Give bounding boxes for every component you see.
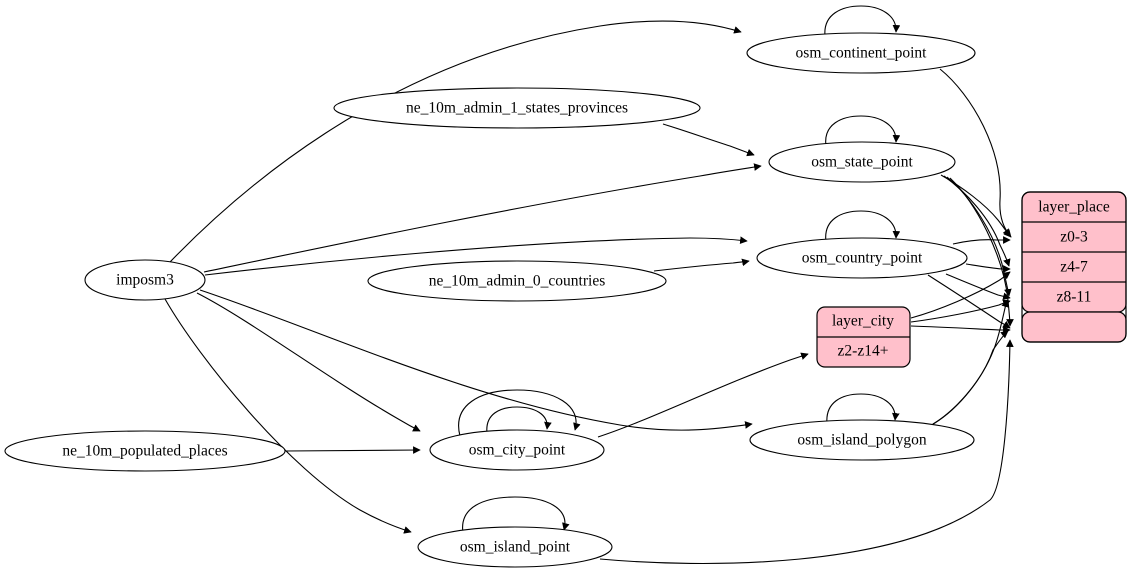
edge-imposm3-to-osm-continent-point xyxy=(169,20,742,263)
node-ne-places-label: ne_10m_populated_places xyxy=(62,443,227,460)
edge-osm-island-polygon-self-loop xyxy=(826,393,900,425)
record-layer-place-outline xyxy=(1021,191,1127,343)
edge-osm-country-point-to-layer-place-z4-7 xyxy=(965,263,1011,273)
edge-layer xyxy=(164,5,1014,565)
edge-imposm3-to-osm-island-polygon xyxy=(199,289,753,431)
node-osm-island-polygon-label: osm_island_polygon xyxy=(797,432,926,449)
record-layer-place-row-z8-11[interactable]: z8-11 xyxy=(1057,289,1092,306)
record-layer-place-bottom-outline xyxy=(1021,311,1127,343)
record-layer-place-title: layer_place xyxy=(1038,199,1110,216)
record-layer-place-row-z0-3[interactable]: z0-3 xyxy=(1060,229,1088,246)
node-ne-10m-admin-1-states-provinces[interactable]: ne_10m_admin_1_states_provinces xyxy=(333,87,701,129)
node-osm-island-polygon-shape[interactable] xyxy=(749,419,975,461)
edge-osm-country-point-self-loop xyxy=(825,210,901,243)
node-ne-10m-populated-places[interactable]: ne_10m_populated_places xyxy=(4,430,286,472)
node-imposm3-shape[interactable] xyxy=(84,259,206,301)
node-ne-countries-shape[interactable] xyxy=(367,260,667,302)
node-osm-island-point-label: osm_island_point xyxy=(460,539,571,556)
edge-osm-state-point-self-loop xyxy=(825,115,901,147)
node-osm-country-point-shape[interactable] xyxy=(756,237,968,279)
edge-ne-places-to-osm-city-point xyxy=(285,446,421,454)
node-osm-country-point-label: osm_country_point xyxy=(802,250,923,267)
node-ne-countries-label: ne_10m_admin_0_countries xyxy=(429,273,606,290)
node-osm-island-polygon[interactable]: osm_island_polygon xyxy=(749,419,975,461)
node-layer: imposm3 ne_10m_admin_1_states_provinces … xyxy=(4,32,976,568)
node-osm-city-point-label: osm_city_point xyxy=(469,442,566,459)
node-ne-places-shape[interactable] xyxy=(4,430,286,472)
edge-osm-continent-point-to-layer-place-z0-3 xyxy=(939,68,1012,238)
edge-layer-city-to-layer-place-z12-z14 xyxy=(910,325,1011,334)
node-ne-10m-admin-0-countries[interactable]: ne_10m_admin_0_countries xyxy=(367,260,667,302)
edge-osm-city-point-self-loop-inner xyxy=(486,406,552,434)
node-osm-country-point[interactable]: osm_country_point xyxy=(756,237,968,279)
node-osm-state-point-label: osm_state_point xyxy=(811,154,913,171)
edge-osm-city-point-self-loop-outer xyxy=(458,389,581,437)
node-osm-state-point-shape[interactable] xyxy=(768,141,956,183)
edge-osm-continent-point-self-loop xyxy=(824,5,901,37)
edge-layer-city-to-layer-place-z4-7 xyxy=(910,271,1011,319)
node-ne-states-label: ne_10m_admin_1_states_provinces xyxy=(406,100,628,117)
node-osm-city-point-shape[interactable] xyxy=(429,429,605,471)
record-node-layer-city[interactable]: layer_city z2-z14+ xyxy=(816,306,911,368)
record-layer-city-row-z2-z14[interactable]: z2-z14+ xyxy=(838,343,889,360)
node-osm-continent-point-label: osm_continent_point xyxy=(796,45,928,62)
edge-osm-island-point-to-layer-place-z12-z14 xyxy=(599,339,1014,565)
edge-ne-states-to-osm-state-point xyxy=(662,123,755,157)
edge-osm-island-polygon-to-layer-place-z12-z14 xyxy=(929,330,1009,427)
edge-osm-island-polygon-to-layer-place-z8-11 xyxy=(932,299,1009,425)
edge-imposm3-to-osm-state-point xyxy=(203,163,762,273)
node-imposm3[interactable]: imposm3 xyxy=(84,259,206,301)
record-layer-city-title: layer_city xyxy=(832,313,894,330)
node-osm-city-point[interactable]: osm_city_point xyxy=(429,429,605,471)
node-osm-island-point-shape[interactable] xyxy=(417,526,613,568)
edge-osm-island-point-self-loop xyxy=(462,496,570,534)
edge-osm-city-point-to-layer-city-z2-z14 xyxy=(597,352,809,438)
edge-layer-city-to-layer-place-z8-11 xyxy=(910,299,1011,323)
edge-ne-countries-to-osm-country-point xyxy=(653,258,750,272)
edge-imposm3-to-osm-city-point xyxy=(196,292,421,432)
edge-osm-country-point-to-layer-place-z12-z14 xyxy=(927,274,1011,329)
record-layer-place-row-z4-7[interactable]: z4-7 xyxy=(1060,259,1088,276)
node-osm-state-point[interactable]: osm_state_point xyxy=(768,141,956,183)
node-osm-continent-point[interactable]: osm_continent_point xyxy=(746,32,976,74)
edge-osm-state-point-to-layer-place-z0-3 xyxy=(940,174,1011,237)
record-layer: layer_place z0-3 z4-7 z8-11 z12-z14+ lay… xyxy=(816,191,1127,368)
edge-imposm3-to-osm-country-point xyxy=(204,236,748,276)
node-imposm3-label: imposm3 xyxy=(116,272,174,289)
node-osm-continent-point-shape[interactable] xyxy=(746,32,976,74)
edge-osm-country-point-to-layer-place-z8-11 xyxy=(945,273,1011,301)
edge-osm-state-point-to-layer-place-z12-z14 xyxy=(949,177,1014,327)
node-ne-states-shape[interactable] xyxy=(333,87,701,129)
edge-imposm3-to-osm-island-point xyxy=(164,298,412,534)
node-osm-island-point[interactable]: osm_island_point xyxy=(417,526,613,568)
edge-osm-country-point-to-layer-place-z0-3 xyxy=(952,236,1011,245)
record-node-layer-place[interactable]: layer_place z0-3 z4-7 z8-11 z12-z14+ xyxy=(1021,191,1127,343)
